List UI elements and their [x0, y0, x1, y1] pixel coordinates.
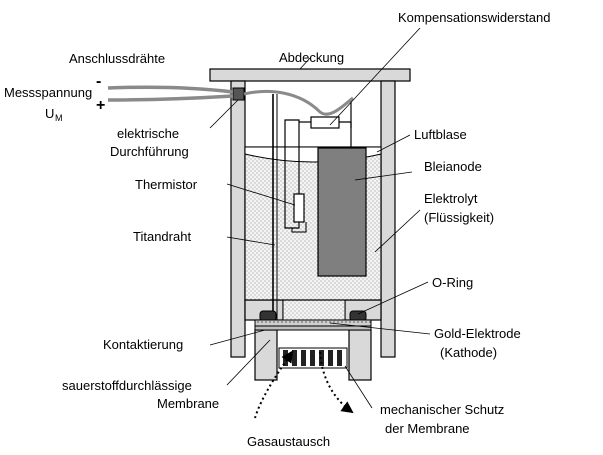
- label-schutz-2: der Membrane: [385, 421, 470, 436]
- housing-left-wall: [230, 80, 246, 358]
- housing-right-wall: [380, 80, 396, 358]
- label-plus: +: [96, 97, 105, 114]
- label-kompensationswiderstand: Kompensationswiderstand: [398, 10, 550, 25]
- label-luftblase: Luftblase: [414, 127, 467, 142]
- label-u-subscript: M: [55, 113, 63, 123]
- gold-electrode: [254, 319, 372, 327]
- label-u: U: [45, 106, 54, 121]
- cable-upper: [107, 85, 234, 94]
- cover-plate: [209, 68, 411, 82]
- label-fluessigkeit: (Flüssigkeit): [424, 210, 494, 225]
- label-kontaktierung: Kontaktierung: [103, 337, 183, 352]
- label-abdeckung: Abdeckung: [279, 50, 344, 65]
- label-schutz-1: mechanischer Schutz: [380, 402, 504, 417]
- label-elektrolyt: Elektrolyt: [424, 191, 478, 206]
- label-anschlussdraehte: Anschlussdrähte: [69, 51, 165, 66]
- label-oring: O-Ring: [432, 275, 473, 290]
- lead-anode: [317, 147, 367, 277]
- feedthrough: [232, 87, 245, 101]
- label-thermistor: Thermistor: [135, 177, 198, 192]
- thermistor-wire: [284, 119, 300, 229]
- resistor-wire-right: [339, 121, 352, 148]
- label-minus: -: [96, 73, 101, 90]
- compensation-resistor: [310, 116, 340, 129]
- leader-lines: [209, 27, 431, 409]
- membrane: [254, 325, 372, 331]
- electrolyte-neck: [282, 299, 346, 321]
- label-gasaustausch: Gasaustausch: [247, 434, 330, 449]
- label-kathode: (Kathode): [440, 345, 497, 360]
- label-membrane: Membrane: [157, 396, 219, 411]
- housing-bottom-right: [348, 329, 372, 381]
- thermistor-body: [293, 193, 305, 223]
- label-messspannung: Messspannung: [4, 85, 92, 100]
- label-bleianode: Bleianode: [424, 159, 482, 174]
- thermistor-wire-2: [291, 222, 307, 233]
- gas-in-arrow: [254, 350, 294, 419]
- cable-lower: [107, 94, 234, 102]
- label-elektrische: elektrische: [117, 126, 179, 141]
- label-titandraht: Titandraht: [133, 229, 191, 244]
- inner-cable: [243, 89, 354, 116]
- label-sauerstoff: sauerstoffdurchlässige: [62, 378, 192, 393]
- label-durchfuehrung: Durchführung: [110, 144, 189, 159]
- housing-bottom-left: [254, 329, 278, 381]
- label-goldelektrode: Gold-Elektrode: [434, 326, 521, 341]
